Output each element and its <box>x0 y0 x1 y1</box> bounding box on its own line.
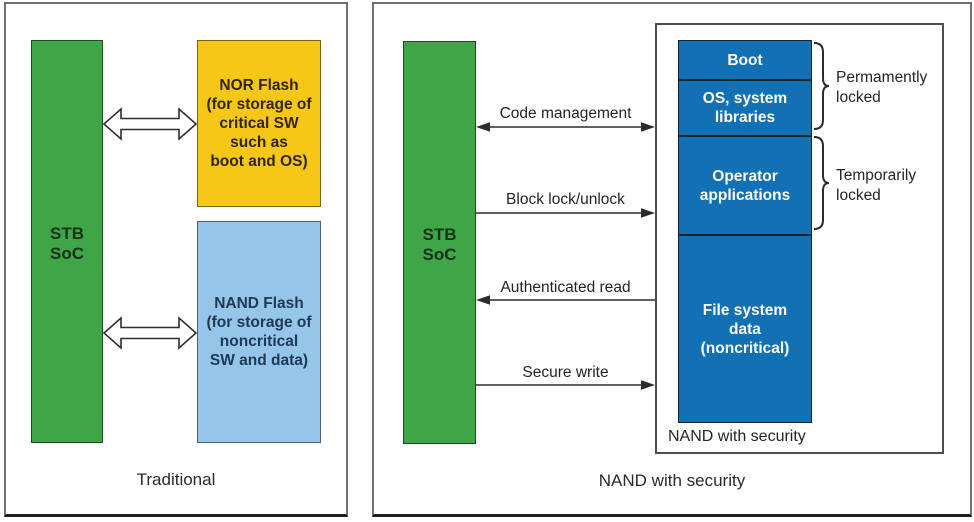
nand-flash-box: NAND Flash (for storage of noncritical S… <box>197 221 321 443</box>
memory-block-operator-applications: Operator applications <box>679 137 811 234</box>
memory-block-label: Operator applications <box>699 167 791 204</box>
bidirectional-bus-arrow-nand <box>102 316 198 350</box>
memory-block-label: File system data (noncritical) <box>700 301 790 357</box>
arrow-label-block-lock-unlock: Block lock/unlock <box>506 191 625 208</box>
memory-block-boot: Boot <box>679 41 811 79</box>
lock-annotation-permanent: Permamently locked <box>836 69 928 106</box>
lock-annotation-temporary: Temporarily locked <box>836 167 917 204</box>
panel-caption-traditional: Traditional <box>136 470 216 489</box>
memory-block-label: Boot <box>727 51 763 69</box>
secure-nand-container-label: NAND with security <box>668 428 806 445</box>
memory-block-stack: Boot OS, system libraries Operator appli… <box>678 40 812 423</box>
stb-soc-label: STB SoC <box>50 224 84 263</box>
secure-nand-container: Boot OS, system libraries Operator appli… <box>655 23 944 454</box>
panel-traditional: STB SoC NOR Flash (for storage of critic… <box>4 2 348 517</box>
bidirectional-bus-arrow-nor <box>102 107 198 141</box>
panel-nand-with-security: STB SoC Code management Block lock/unloc… <box>372 2 972 517</box>
nand-flash-label: NAND Flash (for storage of noncritical S… <box>206 295 312 369</box>
stb-soc-label: STB SoC <box>422 225 457 264</box>
nor-flash-box: NOR Flash (for storage of critical SW su… <box>197 40 321 207</box>
arrow-code-management-bidirectional <box>476 122 655 132</box>
brace-temporarily-locked <box>813 136 830 230</box>
nor-flash-label: NOR Flash (for storage of critical SW su… <box>206 77 312 170</box>
memory-block-os-system-libraries: OS, system libraries <box>679 81 811 135</box>
arrow-label-code-management: Code management <box>499 105 632 122</box>
stb-soc-box: STB SoC <box>31 40 103 443</box>
brace-permanently-locked <box>813 42 830 130</box>
panel-caption-nand-with-security: NAND with security <box>598 471 746 490</box>
memory-block-file-system-data: File system data (noncritical) <box>679 236 811 422</box>
arrow-label-secure-write: Secure write <box>522 364 609 381</box>
arrow-block-lock-unlock-right <box>476 208 655 218</box>
arrow-authenticated-read-left <box>476 295 655 305</box>
arrow-label-authenticated-read: Authenticated read <box>500 279 631 296</box>
stb-soc-box: STB SoC <box>403 41 476 444</box>
memory-block-label: OS, system libraries <box>702 90 788 126</box>
arrow-secure-write-right <box>476 380 655 390</box>
